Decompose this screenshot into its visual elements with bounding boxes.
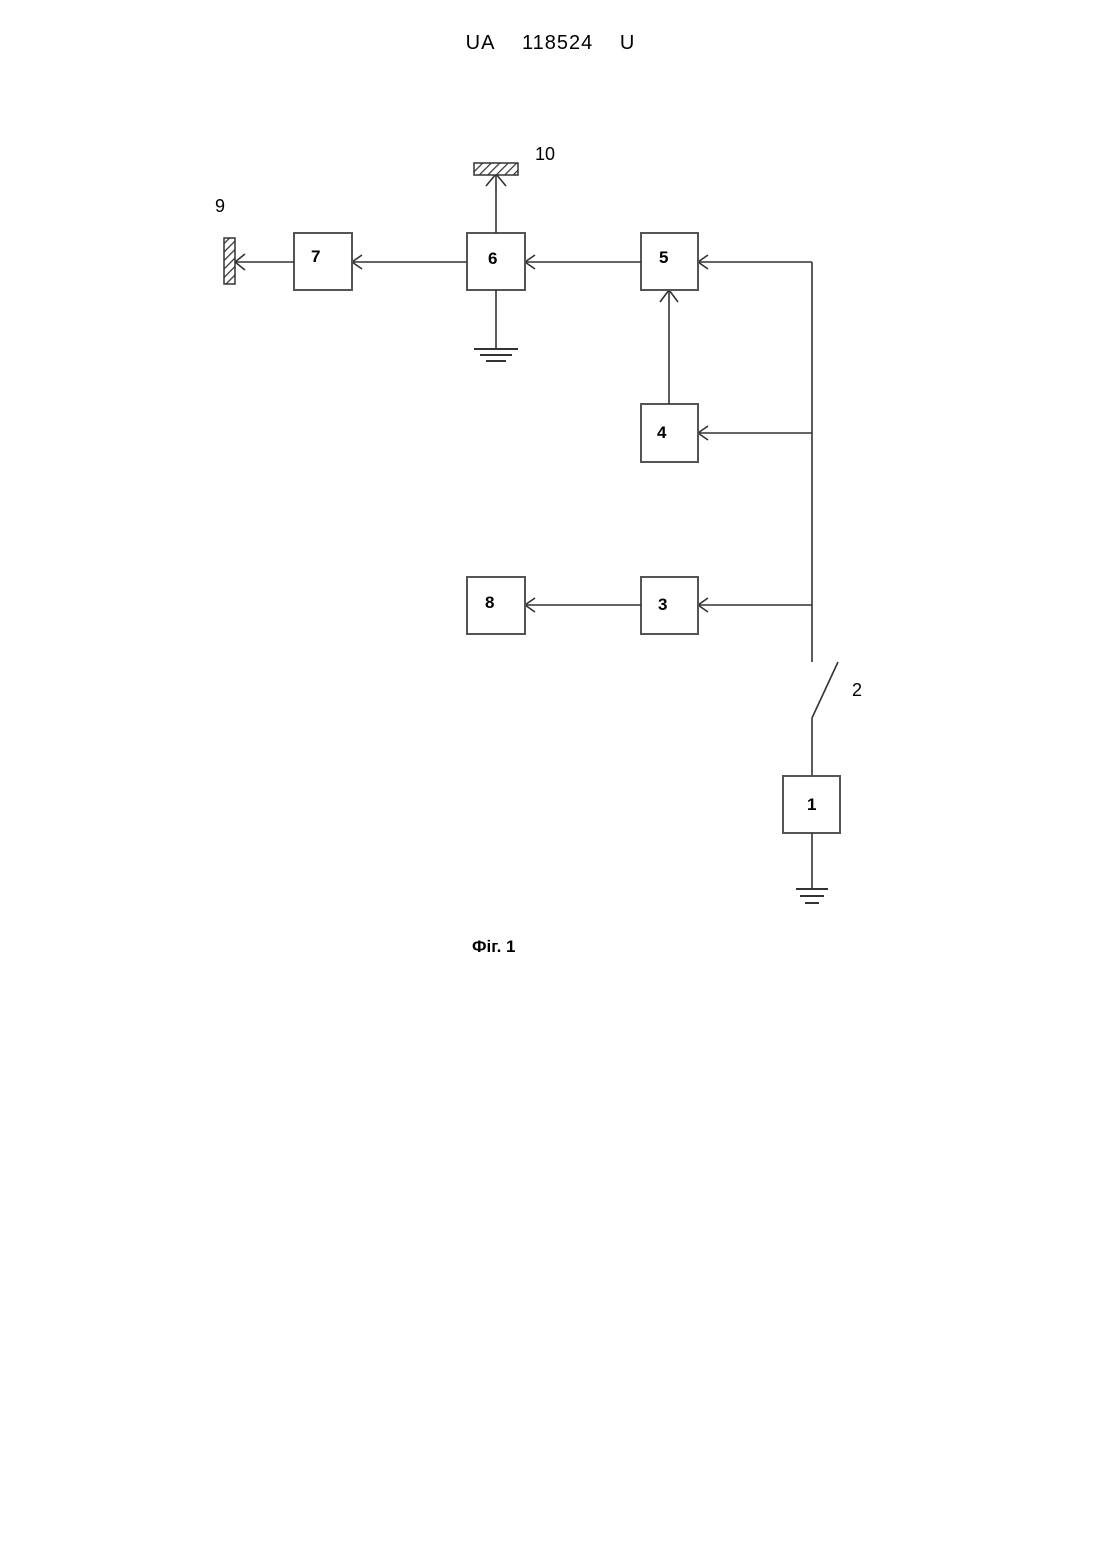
block-8: 8 <box>467 577 525 634</box>
block-6-label: 6 <box>488 249 497 268</box>
switch-label: 2 <box>852 680 862 700</box>
block-3-label: 3 <box>658 595 667 614</box>
block-6: 6 <box>467 233 525 290</box>
figure-caption: Фіг. 1 <box>472 937 516 956</box>
block-4-label: 4 <box>657 423 667 442</box>
switch-2: 2 <box>812 662 862 776</box>
block-4: 4 <box>641 404 698 462</box>
block-5-label: 5 <box>659 248 668 267</box>
electrode-10: 10 <box>474 144 555 175</box>
block-1-label: 1 <box>807 795 816 814</box>
block-1: 1 <box>783 776 840 833</box>
block-3: 3 <box>641 577 698 634</box>
ground-symbol-bottom <box>796 833 828 903</box>
block-8-label: 8 <box>485 593 494 612</box>
electrode-9-label: 9 <box>215 196 225 216</box>
block-7: 7 <box>294 233 352 290</box>
ground-symbol-top <box>474 290 518 361</box>
electrode-9: 9 <box>215 196 235 284</box>
block-7-label: 7 <box>311 247 320 266</box>
block-5: 5 <box>641 233 698 290</box>
electrode-10-label: 10 <box>535 144 555 164</box>
